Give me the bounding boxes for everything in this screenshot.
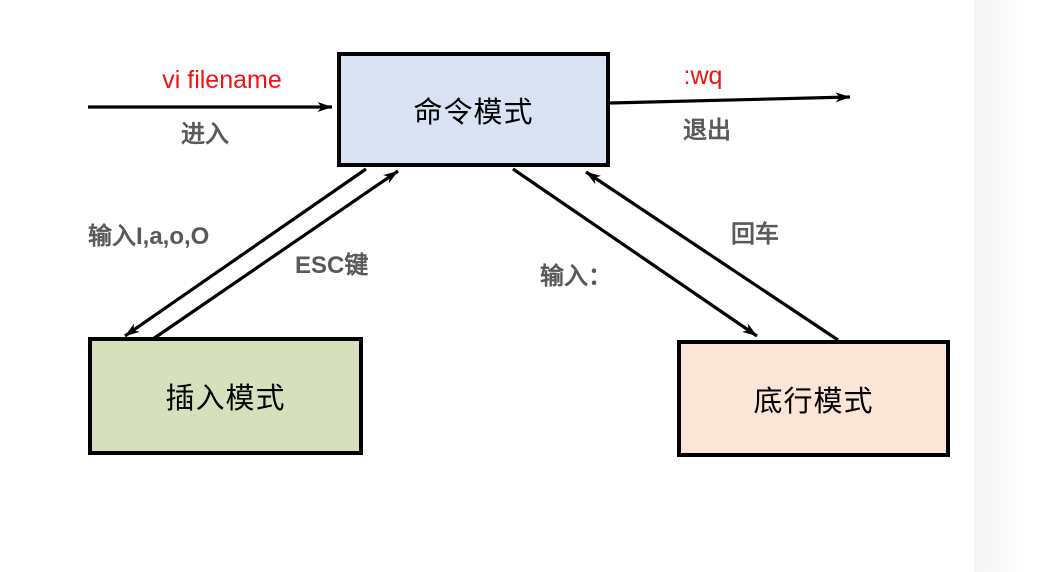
node-command-mode-label: 命令模式 — [413, 96, 534, 129]
label-to-lastline: 输入： — [540, 263, 612, 290]
edge-exit-line — [609, 92, 851, 105]
node-insert-mode: 插入模式 — [88, 337, 363, 455]
node-lastline-mode-label: 底行模式 — [753, 385, 874, 418]
edge-lastline-to-command-line — [585, 170, 839, 342]
label-esc-key: ESC键 — [295, 252, 369, 279]
edge-command-to-insert-line — [124, 167, 367, 338]
label-return-key: 回车 — [731, 221, 779, 248]
edge-insert-to-command-line — [152, 169, 399, 341]
node-insert-mode-label: 插入模式 — [165, 383, 286, 415]
label-exit-command: :wq — [683, 62, 723, 90]
label-enter-command: vi filename — [162, 66, 282, 94]
label-to-insert: 输入I,a,o,O — [88, 223, 210, 250]
label-enter-action: 进入 — [181, 121, 229, 148]
node-command-mode: 命令模式 — [337, 52, 610, 167]
node-lastline-mode: 底行模式 — [677, 340, 950, 457]
edge-command-to-lastline-line — [512, 167, 758, 338]
label-exit-action: 退出 — [683, 117, 731, 144]
